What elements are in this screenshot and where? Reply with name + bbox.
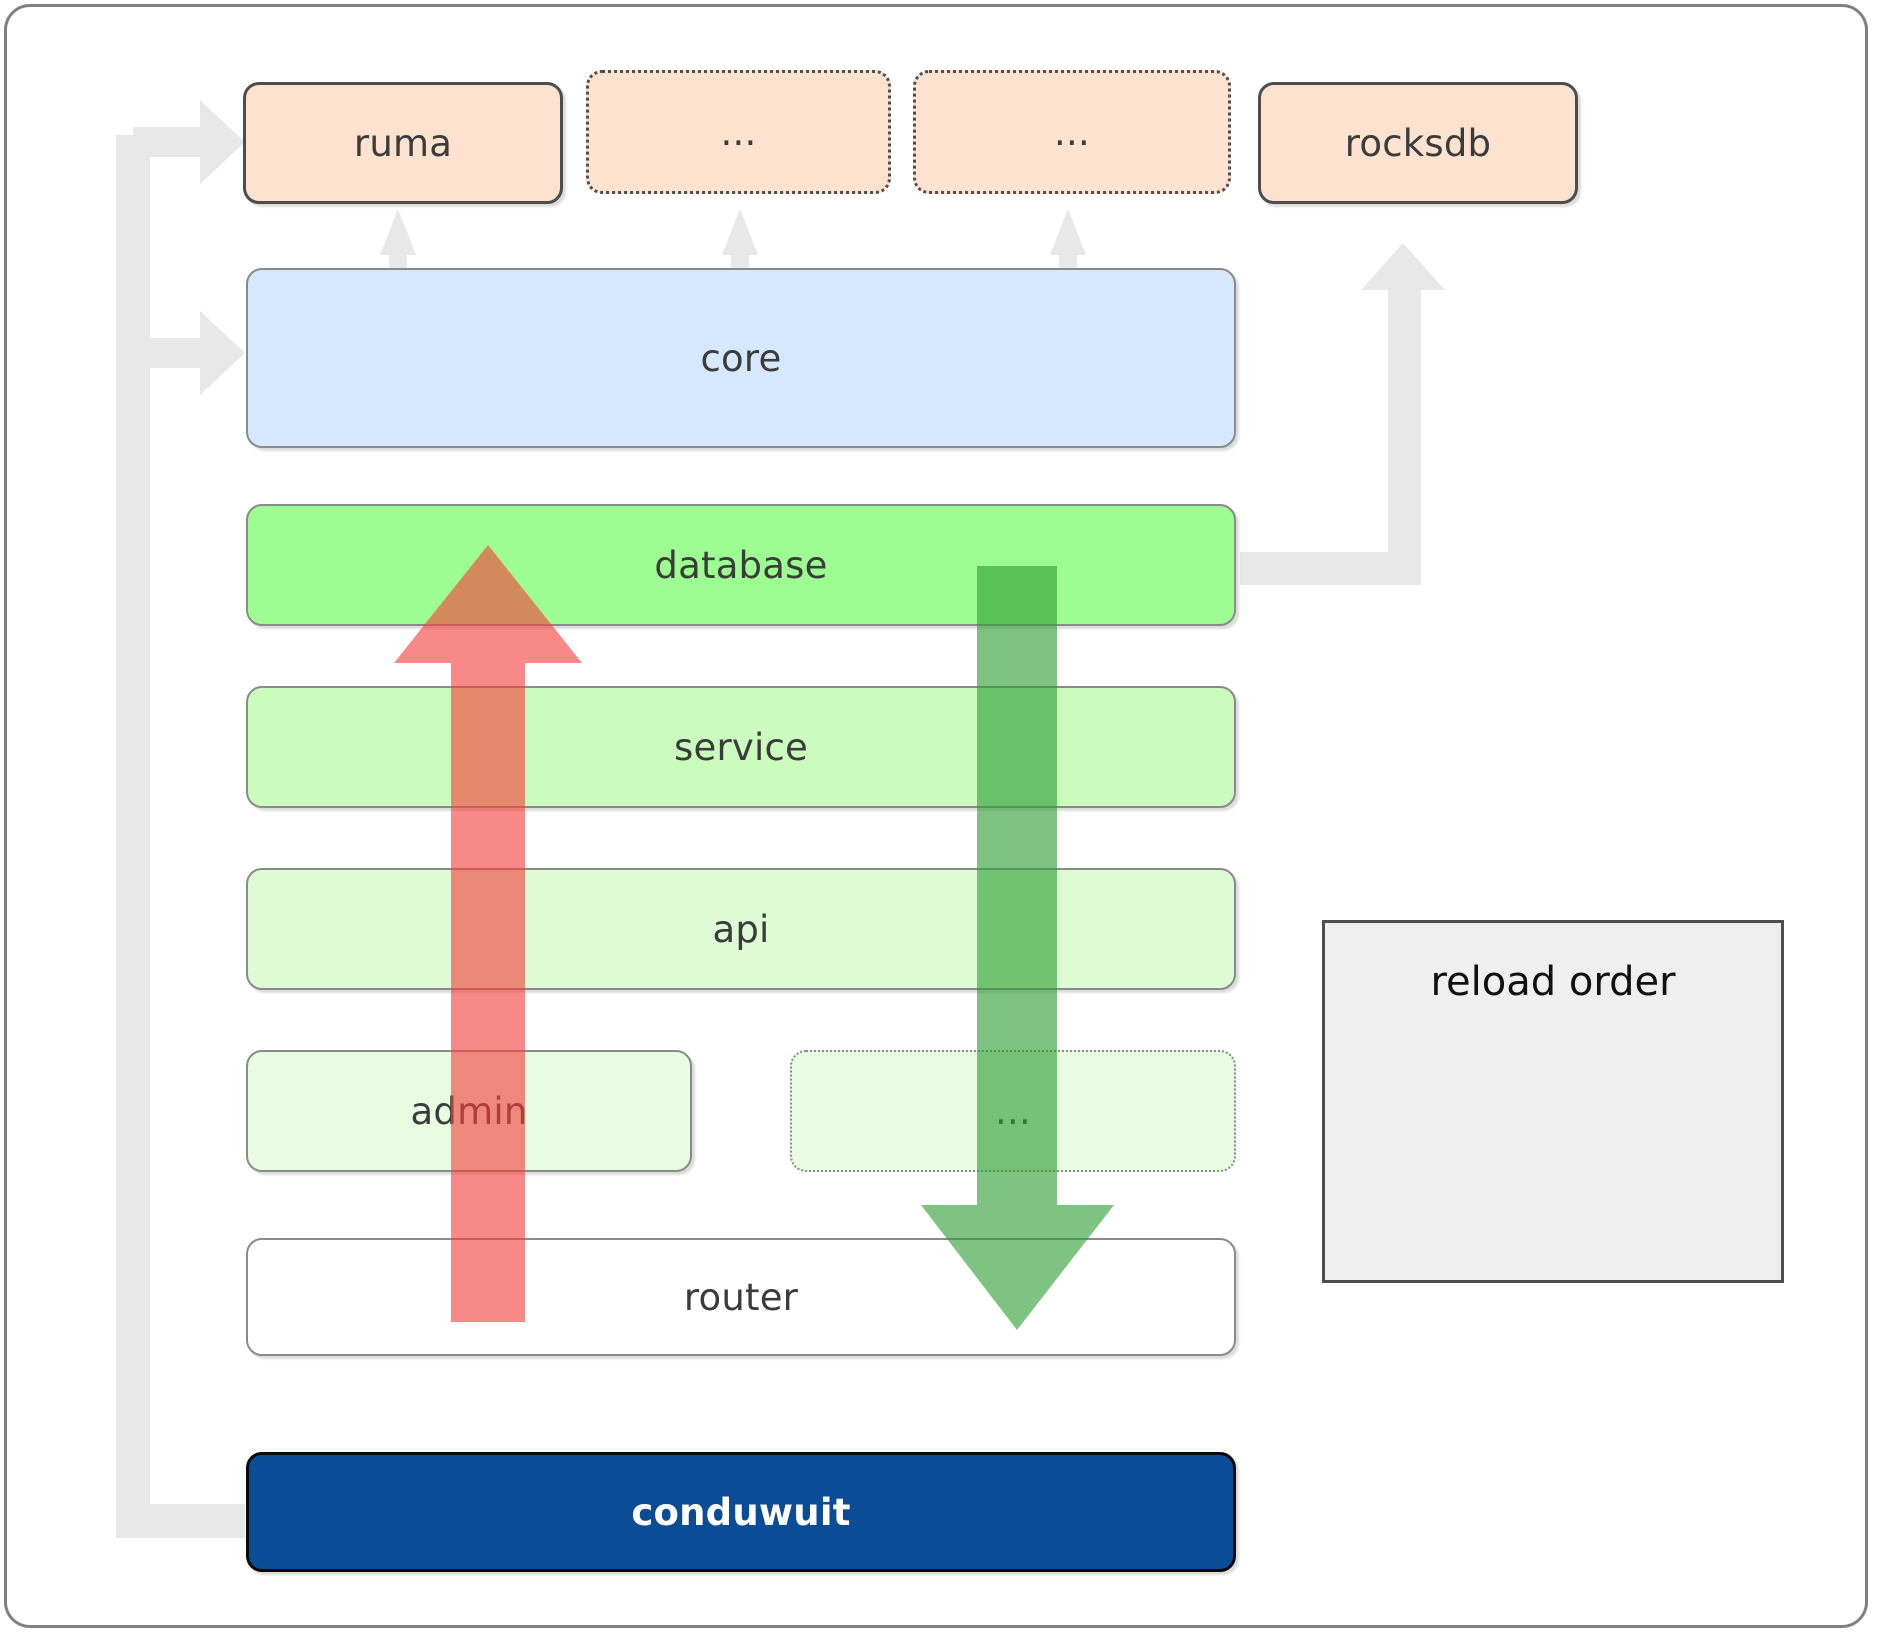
- dependency-box-label: ruma: [353, 121, 453, 165]
- layer-box-service[interactable]: service: [246, 686, 1236, 808]
- legend-panel: reload order: [1322, 920, 1784, 1283]
- layer-box-database[interactable]: database: [246, 504, 1236, 626]
- root-box-conduwuit[interactable]: conduwuit: [246, 1452, 1236, 1572]
- layer-label: admin: [410, 1089, 528, 1133]
- layer-box-ellipsis[interactable]: ...: [790, 1050, 1236, 1172]
- layer-label: database: [654, 543, 828, 587]
- layer-box-core[interactable]: core: [246, 268, 1236, 448]
- dependency-box-label: ...: [720, 110, 757, 154]
- dependency-box-label: rocksdb: [1344, 121, 1492, 165]
- dependency-box-label: ...: [1054, 110, 1090, 154]
- legend-title: reload order: [1430, 959, 1676, 1005]
- layer-label: api: [712, 907, 770, 951]
- dependency-box-rocksdb[interactable]: rocksdb: [1258, 82, 1578, 204]
- layer-label: core: [700, 336, 782, 380]
- layer-box-admin[interactable]: admin: [246, 1050, 692, 1172]
- layer-label: router: [683, 1275, 799, 1319]
- diagram-frame: [4, 4, 1868, 1628]
- layer-box-api[interactable]: api: [246, 868, 1236, 990]
- dependency-box-ruma[interactable]: ruma: [243, 82, 563, 204]
- root-label: conduwuit: [631, 1490, 851, 1534]
- dependency-box-ellipsis-1[interactable]: ...: [586, 70, 891, 194]
- dependency-box-ellipsis-2[interactable]: ...: [913, 70, 1231, 194]
- layer-label: ...: [995, 1089, 1031, 1133]
- layer-label: service: [674, 725, 808, 769]
- layer-box-router[interactable]: router: [246, 1238, 1236, 1356]
